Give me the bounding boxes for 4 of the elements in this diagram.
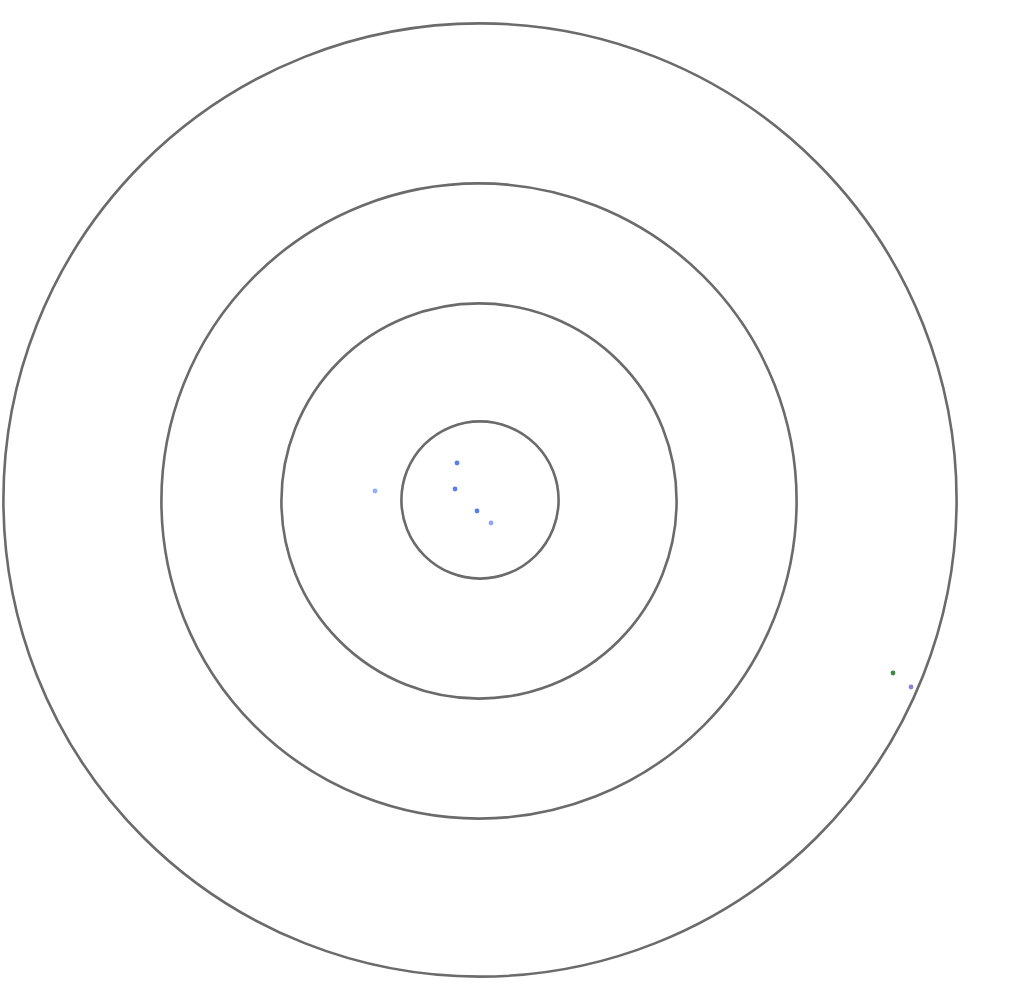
ring-outline: [1, 22, 957, 978]
ring-outline: [160, 181, 798, 819]
ring-outline: [399, 420, 559, 580]
ring-outline: [280, 301, 678, 699]
